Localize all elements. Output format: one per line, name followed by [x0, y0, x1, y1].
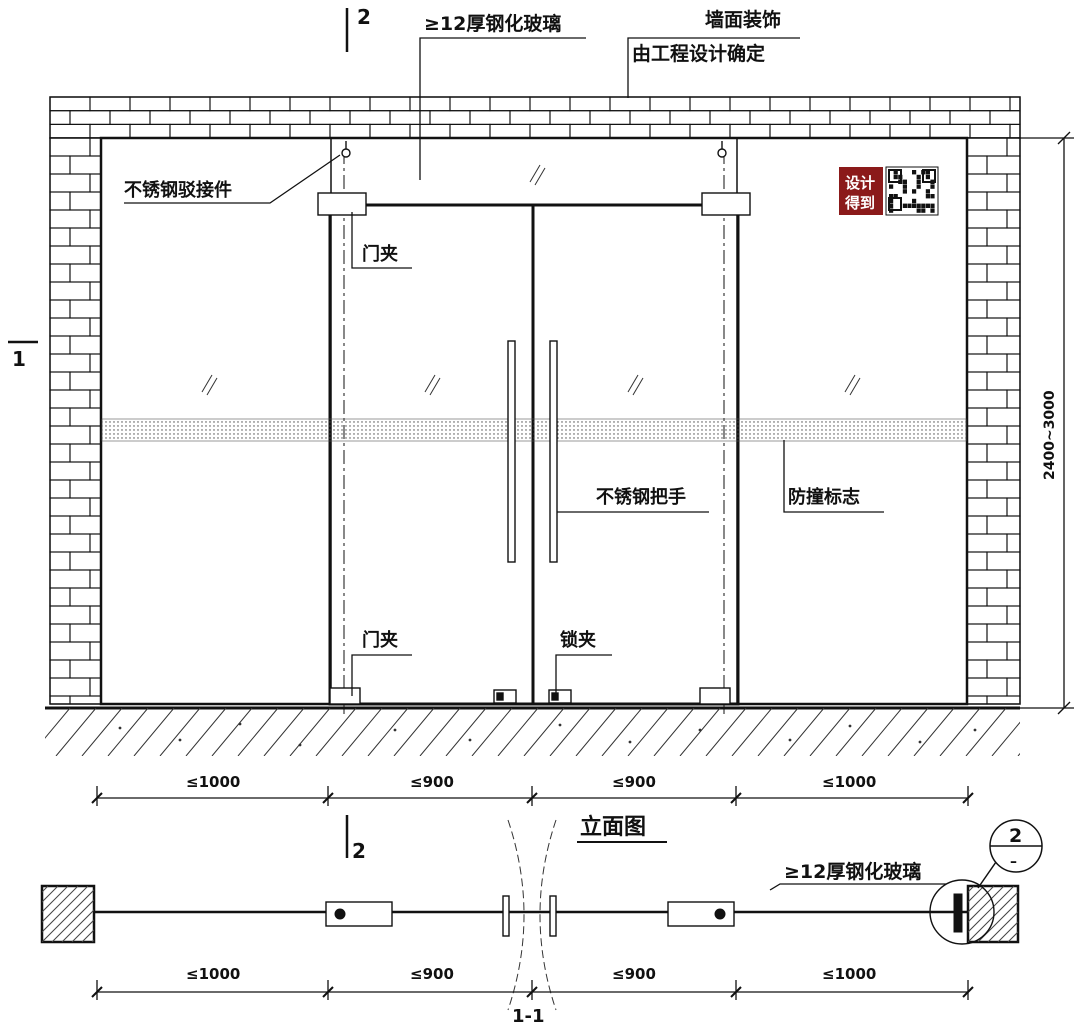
- lock-clamp-label: 锁夹: [560, 629, 596, 651]
- wall-finish-label: 墙面装饰: [705, 8, 781, 31]
- elev-dim-3: ≤900: [612, 773, 656, 791]
- brand-badge: 设计 得到: [839, 166, 939, 216]
- bump-mark-label: 防撞标志: [788, 486, 860, 508]
- height-dimension: [1018, 131, 1074, 715]
- brick-wall-right: [966, 137, 1021, 705]
- bump-warning-band: [101, 418, 967, 442]
- plan-dim-1: ≤1000: [186, 965, 240, 983]
- elevation-title: 立面图: [580, 814, 646, 840]
- wall-finish-note: 由工程设计确定: [632, 42, 765, 65]
- detail-bubble: [977, 819, 1043, 889]
- door-swing-arcs: [507, 819, 557, 1011]
- plan-dimension-line: [91, 980, 974, 1000]
- connector-fittings: [341, 141, 727, 158]
- door-clamp-top-label: 门夹: [362, 243, 398, 265]
- height-dim-text: 2400~3000: [1042, 390, 1058, 480]
- handle-label: 不锈钢把手: [596, 486, 686, 508]
- plan-dim-4: ≤1000: [822, 965, 876, 983]
- door-handles: [507, 340, 558, 563]
- connector-label: 不锈钢驳接件: [124, 179, 232, 201]
- elev-dim-4: ≤1000: [822, 773, 876, 791]
- brick-wall-top: [49, 96, 1021, 139]
- glass-marks: [201, 164, 861, 396]
- elev-dim-2: ≤900: [410, 773, 454, 791]
- detail-number: 2: [1009, 825, 1022, 847]
- leader-lines: [8, 8, 946, 891]
- section-mark-left: 1: [12, 347, 26, 371]
- badge-line1: 设计: [845, 174, 875, 192]
- badge-line2: 得到: [844, 194, 875, 212]
- ground-slab: [45, 706, 1020, 756]
- section-ref-top: 2: [357, 5, 371, 29]
- glass-plan-label: ≥12厚钢化玻璃: [784, 860, 921, 883]
- glass-top-label: ≥12厚钢化玻璃: [424, 12, 561, 35]
- brick-wall-left: [49, 137, 102, 705]
- elevation-dimension-line: [91, 786, 974, 806]
- plan-dim-3: ≤900: [612, 965, 656, 983]
- section-title: 1-1: [512, 1006, 545, 1024]
- section-ref-bottom: 2: [352, 839, 366, 863]
- plan-view: [40, 879, 1020, 945]
- detail-sheet: –: [1010, 854, 1017, 870]
- qr-code-icon: [888, 169, 936, 213]
- door-clamp-bottom-label: 门夹: [362, 629, 398, 651]
- elev-dim-1: ≤1000: [186, 773, 240, 791]
- plan-dim-2: ≤900: [410, 965, 454, 983]
